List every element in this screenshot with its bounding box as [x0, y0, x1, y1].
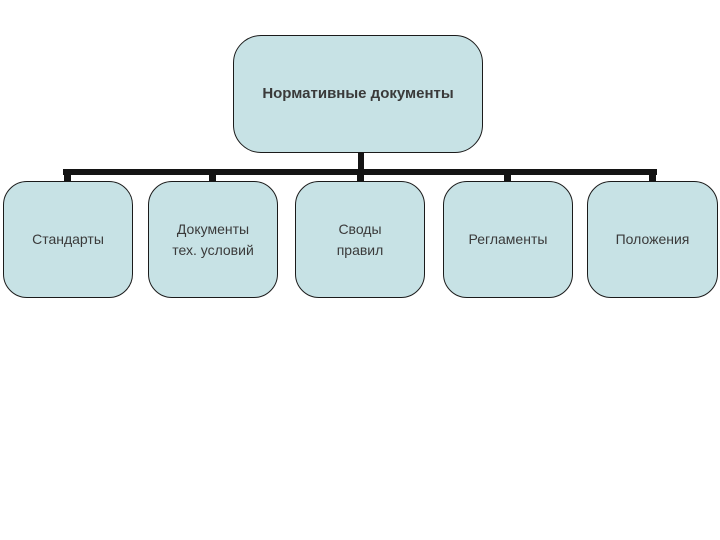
connector-stub-provisions: [649, 172, 656, 182]
root-node-normative-documents: Нормативные документы: [233, 35, 483, 153]
child-node-tech-condition-documents: Документы тех. условий: [148, 181, 278, 298]
connector-root-stem: [358, 152, 364, 172]
connector-stub-standards: [64, 172, 71, 182]
child-node-label-standards: Стандарты: [32, 231, 104, 248]
child-node-label-regulations: Регламенты: [468, 231, 548, 248]
child-node-regulations: Регламенты: [443, 181, 573, 298]
connector-stub-regulations: [504, 172, 511, 182]
root-node-label: Нормативные документы: [262, 85, 454, 103]
child-node-label-rule-codes: Своды правил: [336, 221, 384, 258]
child-node-rule-codes: Своды правил: [295, 181, 425, 298]
child-node-label-provisions: Положения: [615, 231, 690, 248]
child-node-provisions: Положения: [587, 181, 718, 298]
connector-stub-tech-docs: [209, 172, 216, 182]
child-node-standards: Стандарты: [3, 181, 133, 298]
child-node-label-tech-condition-documents: Документы тех. условий: [172, 221, 254, 258]
connector-stub-rule-codes: [357, 172, 364, 182]
